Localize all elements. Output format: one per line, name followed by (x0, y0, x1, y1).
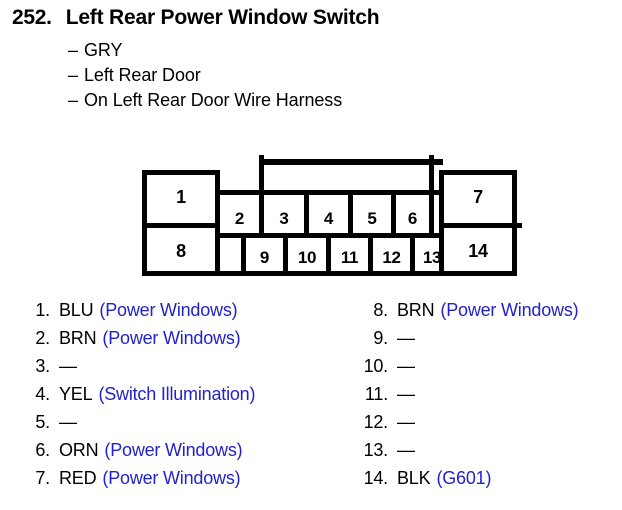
pin-list-item: 9. — (356, 328, 622, 356)
pin-index: 14. (363, 468, 389, 488)
detail-text: Left Rear Door (84, 65, 201, 85)
connector-pin-1: 1 (176, 187, 186, 207)
pin-circuit-desc: (Power Windows) (440, 300, 579, 320)
connector-vsep-b2 (283, 233, 288, 276)
pin-wire-color: ORN (59, 440, 99, 460)
connector-pin-9: 9 (259, 248, 270, 267)
pin-wire-color: — (59, 356, 77, 376)
connector-vsep-b1 (241, 233, 246, 276)
connector-pin-11: 11 (340, 248, 359, 267)
pin-wire-color: — (397, 356, 415, 376)
dash-marker: – (68, 40, 78, 60)
connector-block-right (439, 170, 522, 276)
connector-pin-8: 8 (176, 241, 186, 261)
connector-pin-13: 13 (422, 248, 442, 267)
connector-vsep-m4 (391, 195, 396, 238)
pin-list-item: 12. — (356, 412, 622, 440)
connector-latch-post-left (259, 155, 264, 195)
pin-list-item: 3. — (18, 356, 348, 384)
detail-harness: –On Left Rear Door Wire Harness (68, 88, 342, 113)
component-name: Left Rear Power Window Switch (65, 6, 380, 29)
pin-wire-color: RED (59, 468, 97, 488)
pin-list-item: 6. ORN (Power Windows) (18, 440, 348, 468)
connector-pin-7: 7 (473, 187, 483, 207)
pin-list-item: 5. — (18, 412, 348, 440)
pin-list-item: 11. — (356, 384, 622, 412)
connector-pin-5: 5 (367, 209, 377, 228)
pin-wire-color: BRN (397, 300, 435, 320)
connector-pin-14: 14 (468, 241, 488, 261)
pin-circuit-desc: (Power Windows) (104, 440, 243, 460)
pin-index: 1. (35, 300, 50, 320)
detail-location: –Left Rear Door (68, 63, 342, 88)
pin-index: 5. (35, 412, 50, 432)
pin-list-item: 13. — (356, 440, 622, 468)
connector-vsep-m2 (304, 195, 309, 238)
pin-wire-color: YEL (59, 384, 93, 404)
pin-list-left-column: 1. BLU (Power Windows) 2. BRN (Power Win… (18, 300, 348, 496)
pin-index: 11. (364, 384, 388, 404)
pin-list-item: 1. BLU (Power Windows) (18, 300, 348, 328)
pin-circuit-desc: (Switch Illumination) (98, 384, 256, 404)
pin-list-item: 2. BRN (Power Windows) (18, 328, 348, 356)
connector-pin-4: 4 (323, 209, 334, 228)
connector-pin-12: 12 (382, 248, 401, 267)
connector-left-divider (142, 223, 220, 228)
pin-wire-color: — (59, 412, 77, 432)
pin-index: 4. (35, 384, 50, 404)
pin-list-item: 4. YEL (Switch Illumination) (18, 384, 348, 412)
pin-index: 12. (363, 412, 389, 432)
detail-text: GRY (84, 40, 123, 60)
dash-marker: – (68, 90, 78, 110)
pin-index: 3. (35, 356, 50, 376)
pin-wire-color: BLU (59, 300, 94, 320)
connector-vsep-m5 (429, 195, 434, 238)
pin-list-item: 14. BLK (G601) (356, 468, 622, 496)
pin-circuit-desc: (G601) (436, 468, 492, 488)
connector-vsep-b3 (326, 233, 331, 276)
pin-wire-color: BRN (59, 328, 97, 348)
pin-wire-color: — (397, 440, 415, 460)
pin-list-item: 8. BRN (Power Windows) (356, 300, 622, 328)
pin-list-item: 7. RED (Power Windows) (18, 468, 348, 496)
detail-connector-color: –GRY (68, 38, 342, 63)
connector-vsep-b4 (368, 233, 373, 276)
connector-vsep-m1 (259, 195, 264, 238)
pin-index: 7. (35, 468, 50, 488)
connector-right-divider (444, 223, 522, 228)
pin-circuit-desc: (Power Windows) (99, 300, 238, 320)
pin-index: 13. (363, 440, 389, 460)
pin-circuit-desc: (Power Windows) (102, 328, 241, 348)
connector-latch-bar (263, 159, 443, 165)
page-title: 252. Left Rear Power Window Switch (12, 6, 380, 30)
pin-wire-color: — (397, 384, 415, 404)
component-details: –GRY –Left Rear Door –On Left Rear Door … (68, 38, 342, 113)
pin-wire-color: BLK (397, 468, 431, 488)
connector-vsep-m3 (348, 195, 353, 238)
connector-pin-6: 6 (407, 209, 418, 228)
pin-index: 10. (363, 356, 389, 376)
pin-wire-color: — (397, 412, 415, 432)
connector-vsep-b5 (410, 233, 415, 276)
pin-list-right-column: 8. BRN (Power Windows) 9. — 10. — 11. — … (356, 300, 622, 496)
pin-circuit-desc: (Power Windows) (102, 468, 241, 488)
pin-index: 6. (35, 440, 50, 460)
dash-marker: – (68, 65, 78, 85)
connector-pin-3: 3 (279, 209, 289, 228)
detail-text: On Left Rear Door Wire Harness (84, 90, 343, 110)
component-number: 252. (12, 6, 52, 29)
connector-latch-post-right (429, 155, 434, 195)
connector-diagram: 1 8 7 14 2 3 4 5 6 9 10 11 12 13 (142, 148, 522, 276)
pin-list-item: 10. — (356, 356, 622, 384)
pin-index: 9. (373, 328, 388, 348)
connector-pin-2: 2 (234, 209, 245, 228)
pin-wire-color: — (397, 328, 415, 348)
pin-index: 2. (35, 328, 50, 348)
connector-pin-10: 10 (297, 248, 317, 267)
pin-index: 8. (373, 300, 388, 320)
